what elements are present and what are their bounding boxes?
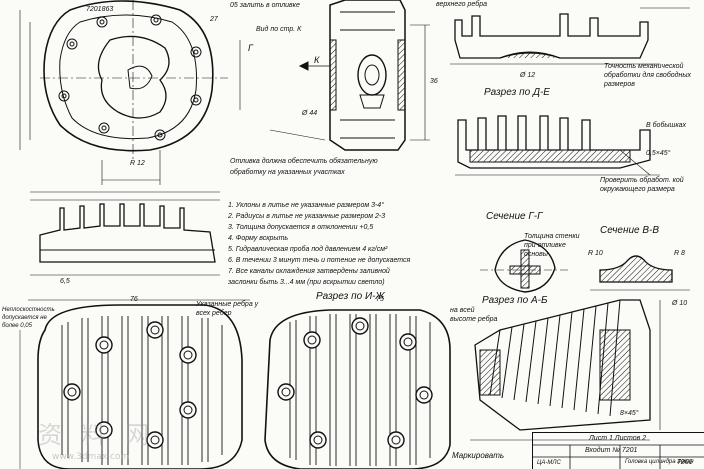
top-casting-note: 05 залить в отливке: [230, 2, 300, 9]
material-code: ЦА-МЛС: [537, 460, 561, 466]
arrow-k-letter: К: [314, 55, 320, 65]
bottom-center-plan: [264, 309, 451, 469]
bottom-left-bosses: [63, 321, 197, 449]
watermark-url: www.3dmax.com: [52, 452, 130, 462]
part-name: Головка цилиндра левая: [625, 459, 694, 465]
section-de-upper: [450, 7, 690, 65]
technical-requirements: 1. Уклоны в литье не указанные размером …: [228, 200, 498, 288]
max-ribs-note: на всей высоте ребра: [450, 307, 498, 323]
view-k-label: Вид по стр. К: [256, 26, 302, 33]
top-plan-view: [19, 0, 228, 185]
section-gg-view: [480, 239, 570, 293]
requirement-2: 2. Радиусы в литье не указанные размером…: [228, 213, 386, 220]
ribs-note: Указанные ребра у всех ребер: [196, 301, 259, 317]
requirement-6: 6. В течении 3 минут течь и потение не д…: [228, 257, 411, 264]
sheet-count: Лист 1 Листов 2: [589, 435, 647, 442]
plan-bolt-holes: [58, 14, 202, 141]
dim-diameter-10: Ø 10: [672, 300, 688, 307]
requirement-3: 3. Толщина допускается в отклонении +0,5: [228, 224, 374, 231]
section-g-letter: Г: [248, 43, 253, 53]
requirement-8: заслонки быть 3...4 мм (при вскрытии све…: [228, 279, 385, 286]
part-number-label: 7201863: [86, 6, 114, 13]
requirement-1: 1. Уклоны в литье не указанные размером …: [228, 202, 385, 209]
section-ab-view: [470, 299, 661, 441]
side-section-view: [239, 0, 430, 151]
machining-accuracy-note: Точность механической обработки для своб…: [604, 63, 692, 88]
requirement-7: 7. Все каналы охлаждения затвердены зали…: [228, 268, 390, 275]
dim-6-5: 6,5: [60, 278, 70, 285]
bottom-center-bosses: [277, 317, 433, 449]
dim-75: 75: [376, 296, 384, 303]
dim-r10: R 10: [588, 250, 603, 257]
section-ab-title: Разрез по А-Б: [482, 295, 548, 306]
enters-into: Входит № 7201: [585, 447, 638, 454]
dim-diameter-12: Ø 12: [520, 72, 536, 79]
flatness-note: Неплоскостность допускается не более 0,0…: [2, 307, 55, 329]
section-gg-title: Сечение Г-Г: [486, 211, 543, 222]
dim-36: 36: [430, 78, 438, 85]
section-izh-title: Разрез по И-Ж: [316, 291, 385, 302]
casting-requirement-note: Отливка должна обеспечить обязательную о…: [230, 158, 378, 176]
fins-elevation: [30, 191, 220, 276]
marking-label: Маркировать: [452, 451, 505, 460]
dim-chamfer-8: 8×45°: [620, 410, 639, 417]
section-de-title: Разрез по Д-Е: [484, 87, 550, 98]
section-vv-title: Сечение В-В: [600, 225, 660, 236]
watermark: 资 料 网: [38, 421, 156, 449]
dim-76: 76: [130, 296, 138, 303]
check-machining-note: Проверить обработ. кой окружающего разме…: [600, 177, 684, 193]
requirement-4: 4. Форму вскрыть: [228, 235, 289, 242]
section-vv-view: [590, 255, 690, 291]
dim-27: 27: [210, 16, 218, 23]
requirement-5: 5. Гидравлическая проба под давлением 4 …: [228, 246, 388, 253]
part-no: 7201: [677, 459, 693, 466]
dim-chamfer-05: 0,5×45°: [646, 150, 671, 157]
bobyshka-label: В бобышках: [646, 122, 687, 129]
dim-diameter-44: Ø 44: [302, 110, 318, 117]
section-de-lower: [455, 115, 660, 176]
top-right-rib-label: верхнего ребра: [436, 1, 488, 8]
wall-thickness-note: Толщина стенки при отливке основы: [524, 233, 580, 258]
title-block-lines: [532, 444, 704, 469]
dim-r8: R 8: [674, 250, 685, 257]
bottom-left-plan: [19, 299, 250, 469]
title-block: Лист 1 Листов 2 Входит № 7201 ЦА-МЛС Гол…: [532, 432, 704, 469]
dim-r12: R 12: [130, 160, 145, 167]
